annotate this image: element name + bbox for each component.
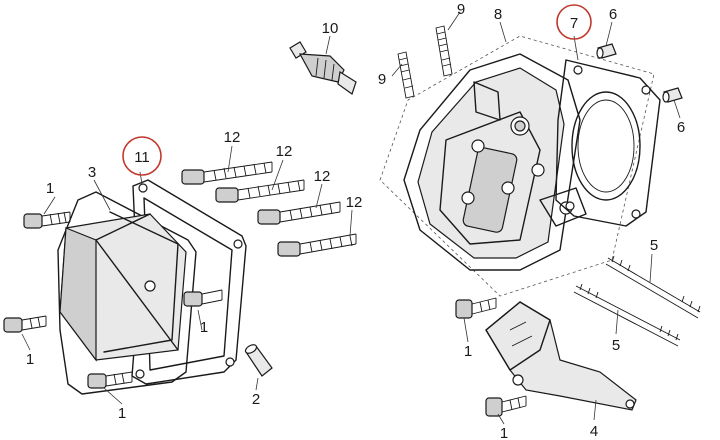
air-guide-plate	[485, 301, 637, 411]
callout-label: 8	[494, 6, 502, 23]
dowel-pin	[662, 87, 683, 103]
callout-label: 10	[322, 20, 339, 37]
callout-label: 6	[609, 6, 617, 23]
callout-label: 5	[612, 337, 620, 354]
callout-label: 9	[457, 1, 465, 18]
callout-label: 3	[88, 164, 96, 181]
callout-label: 4	[590, 423, 598, 440]
callout-label: 12	[276, 143, 293, 160]
cylinder-stud	[573, 283, 681, 347]
stud-bolt	[435, 25, 453, 77]
cylinder-head-gasket	[555, 59, 661, 227]
dowel-pin	[244, 344, 273, 377]
dowel-pin	[596, 43, 617, 59]
flange-bolt	[485, 395, 527, 417]
head-bolt	[215, 179, 305, 203]
stud-bolt	[397, 51, 415, 99]
callout-label: 1	[46, 180, 54, 197]
head-bolt	[277, 233, 357, 257]
callout-label: 5	[650, 237, 658, 254]
highlight-circle-7	[556, 4, 592, 40]
callout-label: 11	[134, 149, 150, 166]
callout-label: 7	[570, 15, 578, 32]
callout-label: 12	[346, 194, 363, 211]
callout-label: 6	[677, 119, 685, 136]
head-cover	[57, 191, 197, 395]
callout-label: 1	[500, 425, 508, 440]
flange-bolt	[3, 315, 47, 333]
callout-label: 1	[118, 405, 126, 422]
head-bolt	[257, 201, 341, 225]
callout-label: 12	[314, 168, 331, 185]
callout-label: 2	[252, 391, 260, 408]
callout-label: 1	[464, 343, 472, 360]
callout-label: 1	[200, 319, 208, 336]
spark-plug	[289, 41, 357, 95]
highlight-circle-11	[122, 136, 162, 176]
callout-label: 12	[224, 129, 241, 146]
callout-label: 1	[26, 351, 34, 368]
head-bolt	[181, 161, 273, 185]
callout-label: 9	[378, 71, 386, 88]
flange-bolt	[87, 371, 133, 389]
flange-bolt	[23, 211, 71, 229]
flange-bolt	[455, 297, 497, 319]
flange-bolt	[183, 289, 223, 307]
leader-lines	[21, 11, 681, 425]
cylinder-stud	[605, 255, 701, 319]
cylinder-head	[379, 35, 655, 297]
